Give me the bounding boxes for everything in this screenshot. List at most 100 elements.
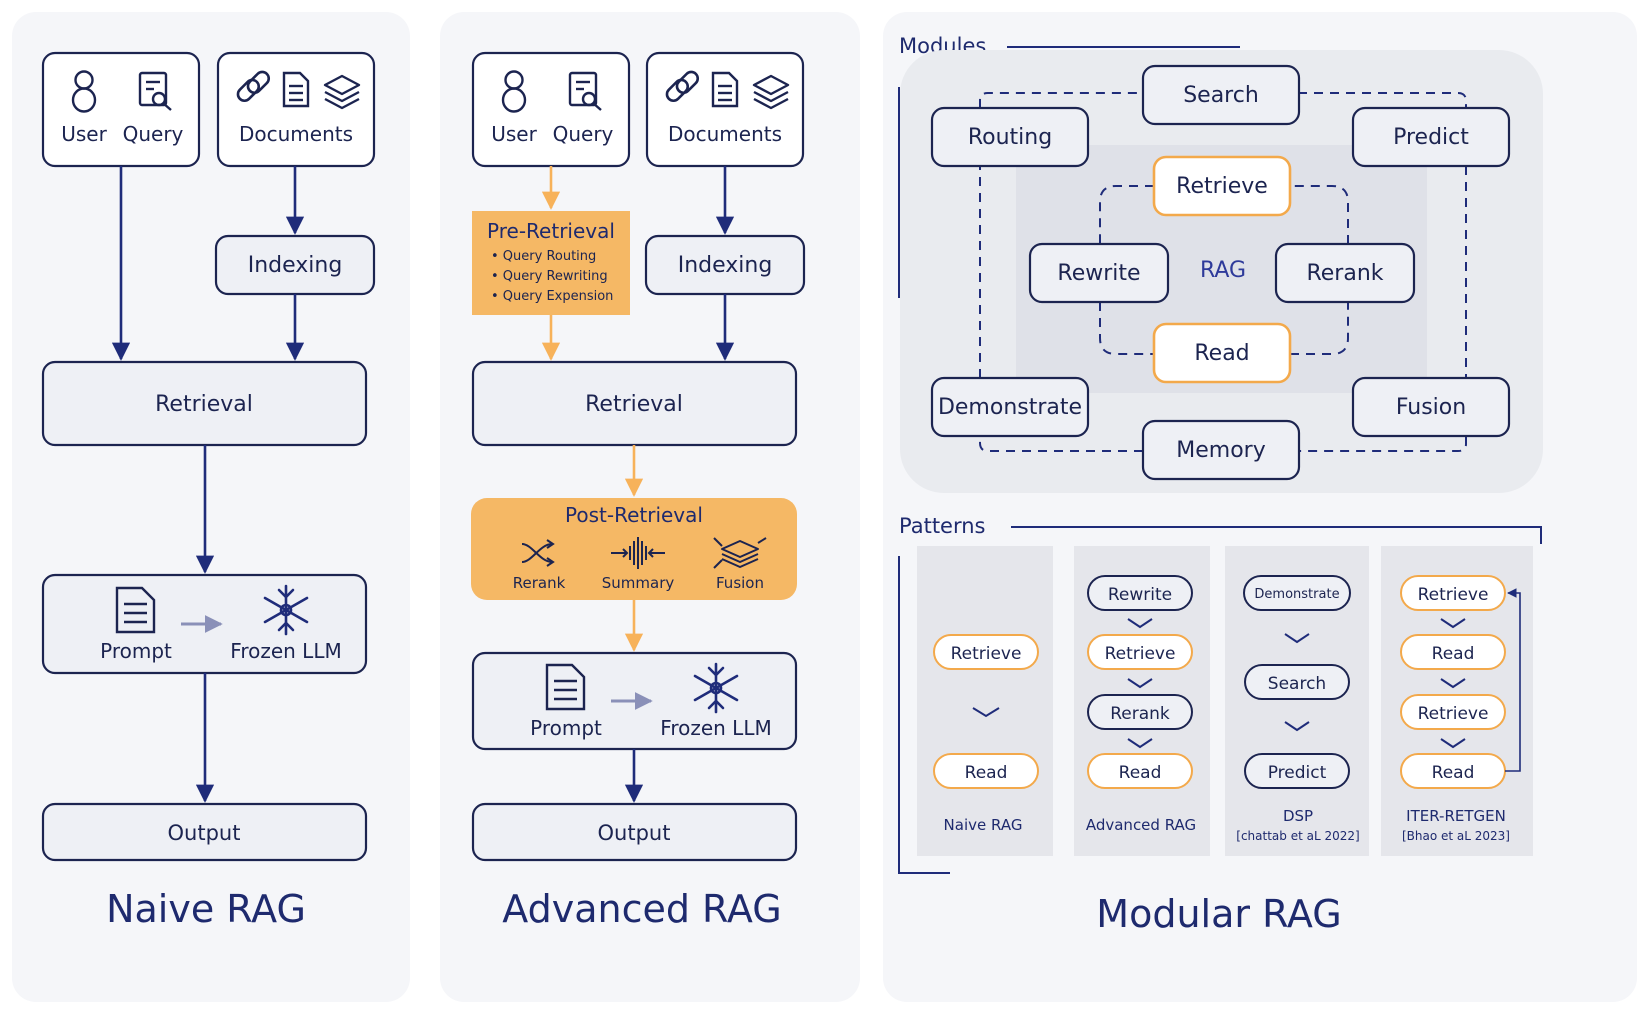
- module-predict: [1351, 106, 1511, 168]
- module-rewrite-label: Rewrite: [1057, 261, 1140, 286]
- patterns-side-rule: [898, 556, 950, 874]
- module-rewrite: [1028, 242, 1170, 304]
- module-demonstrate: [930, 376, 1090, 438]
- pattern-step-pill: [1244, 753, 1350, 789]
- query-icon: [138, 71, 172, 111]
- module-routing: [930, 106, 1090, 168]
- advanced-rag-title: Advanced RAG: [502, 887, 781, 931]
- pattern-step-label: Retrieve: [951, 644, 1022, 664]
- pattern-step-label: Read: [1432, 644, 1475, 664]
- snowflake-icon: [693, 662, 739, 714]
- pattern-step-label: Read: [965, 763, 1008, 783]
- module-retrieve-label: Retrieve: [1176, 174, 1268, 199]
- post-retrieval-title: Post-Retrieval: [565, 503, 703, 527]
- modular-rag-column: Modules Search Routing Predict Demonstra…: [898, 34, 1543, 936]
- naive-output-box: [41, 802, 368, 862]
- iteration-loop-arrow: [1505, 588, 1521, 772]
- pattern-caption: Naive RAG: [944, 816, 1023, 834]
- pattern-step-label: Rerank: [1110, 704, 1170, 724]
- module-memory: [1141, 419, 1301, 481]
- modular-rag-title: Modular RAG: [1096, 892, 1341, 936]
- user-icon: [71, 70, 97, 113]
- link-icon: [665, 70, 700, 103]
- naive-prompt-label: Prompt: [100, 639, 172, 663]
- module-search-label: Search: [1183, 83, 1259, 108]
- pattern-step-pill: [933, 634, 1039, 670]
- module-read: [1152, 322, 1292, 384]
- naive-documents-box: [216, 51, 376, 168]
- inner-rag-loop: [1099, 185, 1349, 355]
- pattern-chevron-icon: [1440, 738, 1466, 749]
- pattern-step-pill: [1400, 694, 1506, 730]
- patterns-heading-rule: [1011, 526, 1542, 544]
- pattern-chevron-icon: [1127, 678, 1153, 689]
- pattern-step-label: Read: [1119, 763, 1162, 783]
- module-predict-label: Predict: [1393, 125, 1469, 150]
- outer-module-loop: [979, 92, 1467, 452]
- user-icon: [501, 70, 527, 113]
- pre-retrieval-item: • Query Routing: [491, 249, 596, 264]
- pattern-step-pill: [1087, 753, 1193, 789]
- layers-icon: [752, 74, 790, 110]
- adv-prompt-label: Prompt: [530, 716, 602, 740]
- shuffle-icon: [521, 539, 555, 567]
- naive-user-query-box: [41, 51, 201, 168]
- fusion-stack-icon: [713, 537, 767, 569]
- adv-documents-label: Documents: [668, 122, 782, 146]
- pattern-step-pill: [1087, 634, 1193, 670]
- module-demonstrate-label: Demonstrate: [938, 395, 1082, 420]
- pattern-step-label: Demonstrate: [1254, 587, 1339, 602]
- pattern-step-label: Retrieve: [1418, 585, 1489, 605]
- module-search: [1141, 64, 1301, 126]
- naive-output-label: Output: [168, 821, 241, 845]
- pre-retrieval-item: • Query Expension: [491, 289, 613, 304]
- link-icon: [236, 70, 271, 103]
- adv-query-label: Query: [553, 122, 614, 146]
- pattern-chevron-icon: [1440, 618, 1466, 629]
- module-rerank-label: Rerank: [1306, 261, 1383, 286]
- adv-user-label: User: [491, 122, 537, 146]
- naive-frozen-llm-label: Frozen LLM: [230, 639, 341, 663]
- pattern-step-label: Read: [1432, 763, 1475, 783]
- naive-rag-title: Naive RAG: [106, 887, 306, 931]
- module-retrieve: [1152, 155, 1292, 217]
- pattern-chevron-icon: [1127, 738, 1153, 749]
- pattern-step-label: Search: [1268, 674, 1326, 694]
- pattern-step-pill: [1243, 575, 1351, 611]
- pattern-step-pill: [1244, 664, 1350, 700]
- prompt-document-icon: [545, 663, 586, 711]
- pattern-chevron-icon: [1127, 618, 1153, 629]
- snowflake-icon: [263, 584, 309, 636]
- pattern-chevron-icon: [972, 707, 1000, 718]
- adv-output-box: [471, 802, 798, 862]
- pattern-caption: DSP: [1283, 807, 1313, 825]
- document-icon: [711, 71, 739, 108]
- layers-icon: [323, 74, 361, 110]
- pattern-chevron-icon: [1440, 678, 1466, 689]
- post-retrieval-rerank-label: Rerank: [513, 574, 566, 592]
- adv-output-label: Output: [598, 821, 671, 845]
- naive-retrieval-label: Retrieval: [155, 392, 253, 417]
- pattern-step-pill: [1087, 694, 1193, 730]
- pattern-step-pill: [1400, 575, 1506, 611]
- adv-documents-box: [645, 51, 805, 168]
- pattern-citation: [Bhao et aL 2023]: [1402, 829, 1510, 843]
- pattern-citation: [chattab et aL 2022]: [1236, 829, 1359, 843]
- pattern-column-naive: [917, 546, 1053, 856]
- pattern-step-label: Predict: [1268, 763, 1327, 783]
- pattern-caption: ITER-RETGEN: [1406, 807, 1506, 825]
- naive-documents-label: Documents: [239, 122, 353, 146]
- pre-retrieval-title: Pre-Retrieval: [487, 219, 615, 243]
- naive-query-label: Query: [123, 122, 184, 146]
- module-rerank: [1274, 242, 1416, 304]
- module-read-label: Read: [1194, 341, 1249, 366]
- pattern-chevron-icon: [1284, 633, 1310, 644]
- pattern-step-pill: [933, 753, 1039, 789]
- pattern-chevron-icon: [1284, 721, 1310, 732]
- naive-user-label: User: [61, 122, 107, 146]
- naive-indexing-label: Indexing: [248, 253, 343, 278]
- module-memory-label: Memory: [1176, 438, 1265, 463]
- pattern-step-label: Retrieve: [1105, 644, 1176, 664]
- rag-center-label: RAG: [1200, 258, 1246, 283]
